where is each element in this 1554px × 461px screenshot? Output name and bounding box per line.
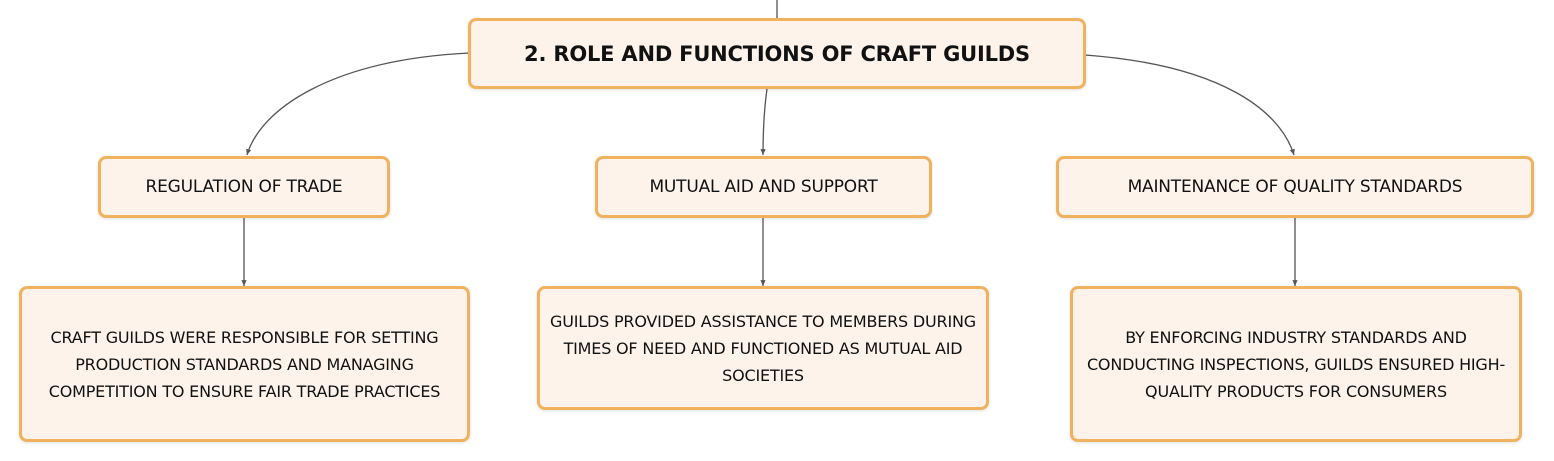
root-topic[interactable]: 2. ROLE AND FUNCTIONS OF CRAFT GUILDS (468, 18, 1086, 89)
connector-root-to-regulation (246, 52, 470, 156)
detail-mutual-aid-and-support[interactable]: GUILDS PROVIDED ASSISTANCE TO MEMBERS DU… (537, 286, 989, 410)
detail-regulation-of-trade[interactable]: CRAFT GUILDS WERE RESPONSIBLE FOR SETTIN… (19, 286, 470, 442)
detail-maintenance-of-quality-standards[interactable]: BY ENFORCING INDUSTRY STANDARDS AND COND… (1070, 286, 1522, 442)
branch-label: MAINTENANCE OF QUALITY STANDARDS (1127, 177, 1463, 197)
detail-text: GUILDS PROVIDED ASSISTANCE TO MEMBERS DU… (550, 311, 976, 385)
connector-root-to-mutual-aid (760, 88, 768, 156)
branch-mutual-aid-and-support[interactable]: MUTUAL AID AND SUPPORT (595, 156, 932, 218)
detail-text: CRAFT GUILDS WERE RESPONSIBLE FOR SETTIN… (48, 327, 441, 401)
branch-regulation-of-trade[interactable]: REGULATION OF TRADE (98, 156, 390, 218)
branch-label: MUTUAL AID AND SUPPORT (649, 177, 878, 197)
detail-text: BY ENFORCING INDUSTRY STANDARDS AND COND… (1086, 327, 1506, 401)
root-topic-label: 2. ROLE AND FUNCTIONS OF CRAFT GUILDS (524, 41, 1030, 66)
branch-maintenance-of-quality-standards[interactable]: MAINTENANCE OF QUALITY STANDARDS (1056, 156, 1534, 218)
branch-label: REGULATION OF TRADE (145, 177, 343, 197)
connector-root-to-quality (1084, 54, 1295, 156)
